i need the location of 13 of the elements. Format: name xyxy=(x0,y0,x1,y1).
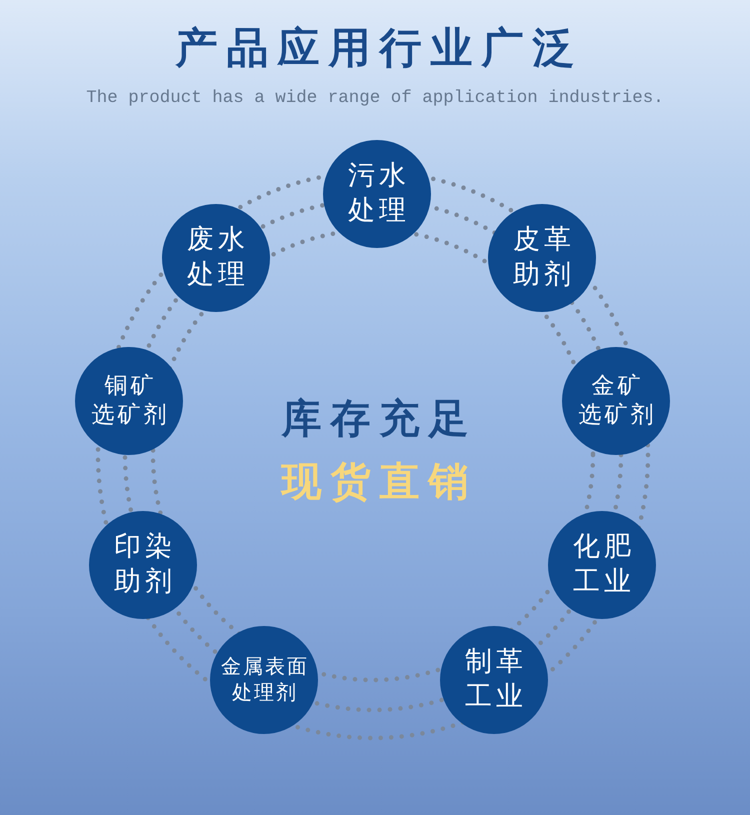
industry-label: 铜矿选矿剂 xyxy=(90,372,170,430)
title: 产品应用行业广泛 xyxy=(174,22,584,74)
industry-label: 皮革助剂 xyxy=(512,223,575,292)
industry-label: 金矿选矿剂 xyxy=(578,372,656,430)
subtitle: The product has a wide range of application industries. xyxy=(86,87,664,110)
industry-label: 污水处理 xyxy=(347,159,410,228)
industry-label: 印染助剂 xyxy=(113,530,176,599)
slogan-text: 库存充足 xyxy=(280,395,478,444)
industry-label: 制革工业 xyxy=(464,645,527,714)
industry-label: 化肥工业 xyxy=(572,530,635,599)
industry-label: 金属表面处理剂 xyxy=(220,654,309,706)
industry-label: 废水处理 xyxy=(186,223,249,292)
slogan-text: 现货直销 xyxy=(280,458,478,507)
